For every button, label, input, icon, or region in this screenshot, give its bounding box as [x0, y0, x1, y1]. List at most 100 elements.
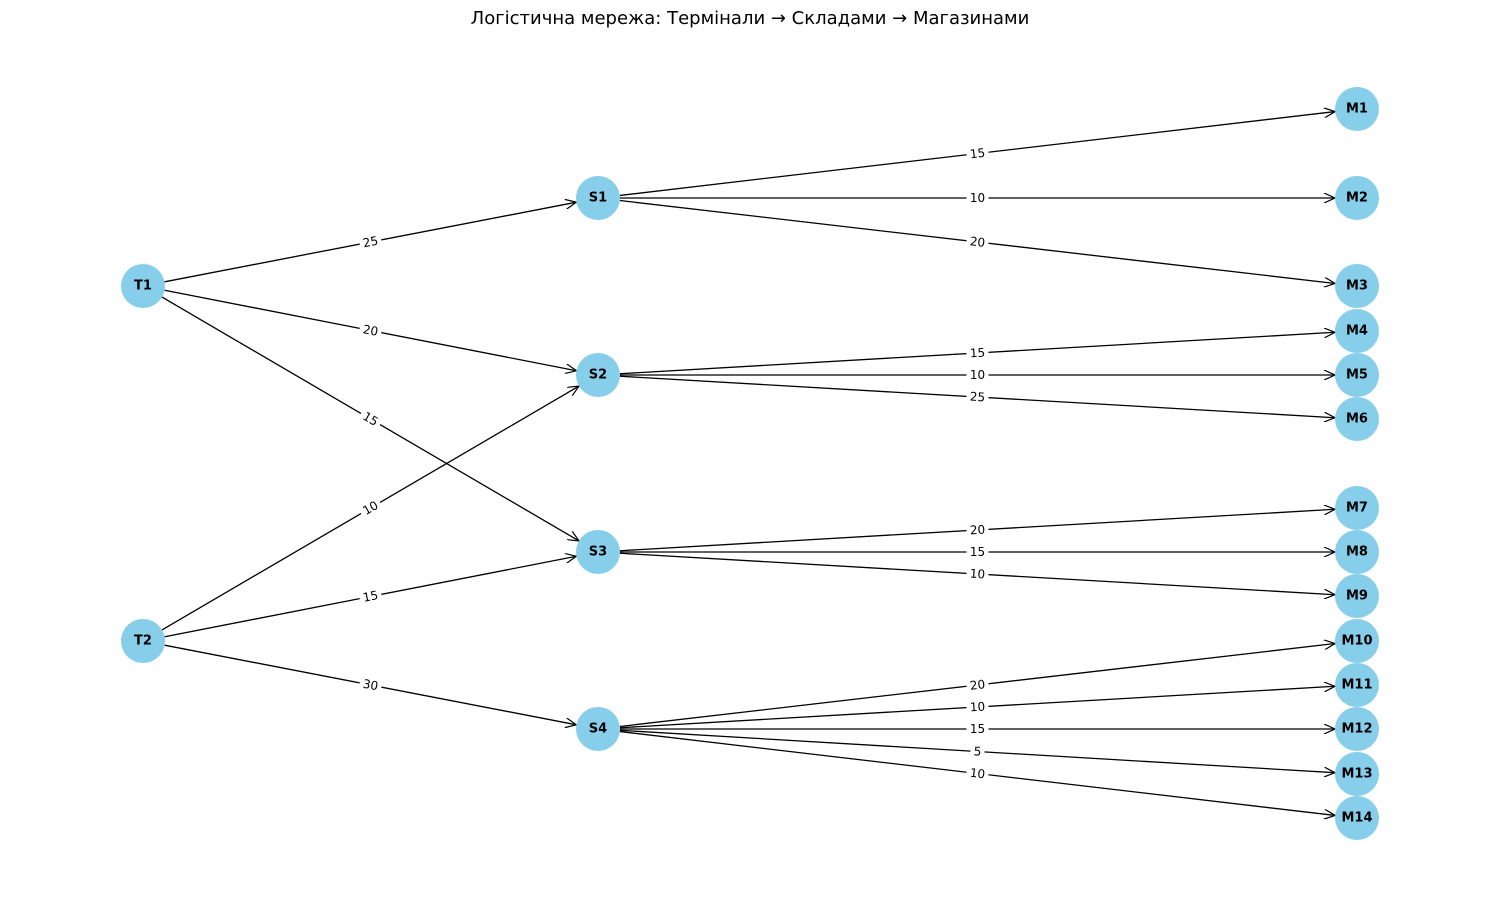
- node-circle: [1335, 87, 1379, 131]
- edge-label-background: [966, 565, 989, 583]
- node-circle: [121, 264, 165, 308]
- node-label: M2: [1346, 191, 1368, 206]
- edge-label-background: [966, 388, 989, 406]
- edge-label-background: [965, 675, 990, 695]
- edge-label: 20: [362, 322, 380, 339]
- edge-label-background: [966, 721, 989, 737]
- node-m3: M3: [1335, 264, 1379, 308]
- node-circle: [1335, 707, 1379, 751]
- edge-label-group: 10: [966, 698, 989, 716]
- edge-label-background: [966, 344, 989, 362]
- node-s4: S4: [576, 707, 620, 751]
- node-circle: [1335, 574, 1379, 618]
- node-circle: [1335, 796, 1379, 840]
- edge-label-background: [358, 675, 383, 695]
- node-circle: [1335, 752, 1379, 796]
- edge-label-group: 30: [358, 675, 383, 695]
- edge-label: 10: [360, 498, 380, 518]
- node-label: M5: [1346, 368, 1368, 383]
- edge-label: 20: [969, 677, 986, 693]
- edge-label-group: 10: [965, 764, 990, 783]
- edge-label-group: 15: [358, 586, 383, 607]
- node-circle: [1335, 663, 1379, 707]
- node-label: M14: [1341, 811, 1372, 826]
- edge-label-background: [966, 544, 989, 560]
- node-label: M13: [1341, 767, 1372, 782]
- node-label: M4: [1346, 324, 1368, 339]
- edge-label-background: [358, 232, 383, 252]
- edge-label-group: 20: [966, 521, 989, 539]
- node-s2: S2: [576, 353, 620, 397]
- edge-label-group: 5: [970, 743, 985, 760]
- node-circle: [1335, 176, 1379, 220]
- node-circle: [1335, 619, 1379, 663]
- edge-label: 20: [969, 234, 986, 250]
- node-m7: M7: [1335, 486, 1379, 530]
- node-label: S2: [589, 368, 607, 383]
- node-label: S3: [589, 545, 607, 560]
- node-label: M9: [1346, 589, 1368, 604]
- edge-label-background: [356, 406, 385, 432]
- edge-label-background: [965, 232, 990, 252]
- edge-label: 10: [970, 191, 985, 205]
- edge-label-group: 10: [966, 565, 989, 583]
- edge-label-group: 10: [966, 190, 989, 206]
- edge-label: 5: [973, 744, 981, 758]
- node-circle: [576, 707, 620, 751]
- node-circle: [1335, 264, 1379, 308]
- edge-label-background: [966, 698, 989, 716]
- node-circle: [1335, 397, 1379, 441]
- edge-label-background: [965, 764, 990, 783]
- node-circle: [576, 176, 620, 220]
- node-m2: M2: [1335, 176, 1379, 220]
- edge-label-group: 10: [356, 495, 385, 521]
- nodes-layer: T1T2S1S2S3S4M1M2M3M4M5M6M7M8M9M10M11M12M…: [121, 87, 1379, 840]
- node-circle: [1335, 309, 1379, 353]
- diagram-title: Логістична мережа: Термінали → Складами …: [470, 8, 1030, 29]
- node-label: M7: [1346, 501, 1368, 516]
- node-circle: [1335, 486, 1379, 530]
- node-label: M8: [1346, 545, 1368, 560]
- node-m4: M4: [1335, 309, 1379, 353]
- edge-label-group: 10: [966, 367, 989, 383]
- edge-label: 10: [969, 567, 985, 582]
- node-circle: [1335, 353, 1379, 397]
- edge-label-background: [966, 521, 989, 539]
- node-circle: [576, 530, 620, 574]
- node-label: T2: [134, 634, 152, 649]
- edge-label-group: 20: [965, 675, 990, 695]
- edge-label-group: 25: [966, 388, 989, 406]
- node-circle: [1335, 530, 1379, 574]
- node-label: S1: [589, 191, 607, 206]
- edge-label-group: 25: [358, 232, 383, 252]
- node-m9: M9: [1335, 574, 1379, 618]
- node-circle: [576, 353, 620, 397]
- edge-label: 10: [969, 766, 986, 782]
- node-m10: M10: [1335, 619, 1379, 663]
- node-label: M11: [1341, 678, 1372, 693]
- node-t1: T1: [121, 264, 165, 308]
- edge-label: 30: [362, 677, 380, 694]
- edge-label-background: [970, 743, 985, 760]
- node-m6: M6: [1335, 397, 1379, 441]
- edge-label-background: [356, 495, 385, 521]
- edge-label-background: [965, 144, 990, 163]
- node-label: T1: [134, 279, 152, 294]
- node-label: M12: [1341, 722, 1372, 737]
- edge-label-group: 15: [965, 144, 990, 163]
- node-label: M6: [1346, 412, 1368, 427]
- node-label: S4: [589, 722, 607, 737]
- edge-label-group: 15: [966, 721, 989, 737]
- node-s1: S1: [576, 176, 620, 220]
- node-m5: M5: [1335, 353, 1379, 397]
- node-m11: M11: [1335, 663, 1379, 707]
- node-m14: M14: [1335, 796, 1379, 840]
- edge-label: 20: [969, 523, 985, 538]
- edge-label: 25: [969, 390, 985, 405]
- edge-label: 25: [362, 234, 380, 251]
- edge-label-background: [358, 320, 383, 341]
- edge-label: 15: [970, 722, 985, 736]
- node-label: M3: [1346, 279, 1368, 294]
